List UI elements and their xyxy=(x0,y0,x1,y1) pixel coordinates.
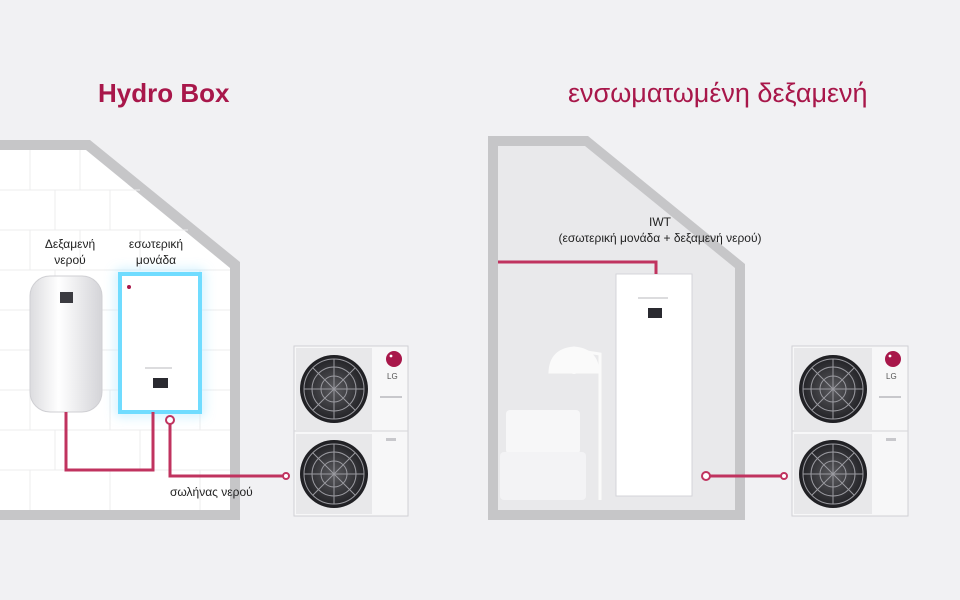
lg-logo-right: LG xyxy=(885,351,901,381)
label-iwt: IWT (εσωτερική μονάδα + δεξαμενή νερού) xyxy=(520,214,800,246)
right-water-pipes xyxy=(498,260,788,481)
label-water-tank-line1: Δεξαμενή xyxy=(44,237,96,251)
label-iwt-line1: IWT xyxy=(649,215,671,229)
iwt-display xyxy=(648,308,662,318)
floor-lamp xyxy=(548,346,602,500)
label-iwt-line2: (εσωτερική μονάδα + δεξαμενή νερού) xyxy=(558,231,762,245)
label-indoor-unit-line2: μονάδα xyxy=(135,253,177,267)
indoor-unit-display xyxy=(153,378,168,388)
left-house xyxy=(0,140,290,520)
label-water-pipe: σωλήνας νερού xyxy=(170,485,253,499)
lg-logo-left: LG xyxy=(386,351,402,381)
iwt-unit xyxy=(615,273,693,497)
label-water-tank: Δεξαμενή νερού xyxy=(30,236,110,268)
tank-display xyxy=(60,292,73,303)
title-hydro-box: Hydro Box xyxy=(98,78,230,108)
title-integrated-tank: ενσωματωμένη δεξαμενή xyxy=(568,78,868,108)
lg-brand-text: LG xyxy=(886,372,897,381)
indoor-unit xyxy=(118,272,202,414)
label-indoor-unit-line1: εσωτερική xyxy=(128,237,184,251)
left-water-pipes xyxy=(64,412,290,480)
left-outdoor-unit: LG xyxy=(293,345,409,517)
label-indoor-unit: εσωτερική μονάδα xyxy=(116,236,196,268)
lg-brand-text: LG xyxy=(387,372,398,381)
right-outdoor-unit: LG xyxy=(791,345,909,517)
right-house xyxy=(488,136,788,520)
label-water-tank-line2: νερού xyxy=(54,253,86,267)
water-tank xyxy=(29,275,103,413)
sofa xyxy=(500,410,586,500)
